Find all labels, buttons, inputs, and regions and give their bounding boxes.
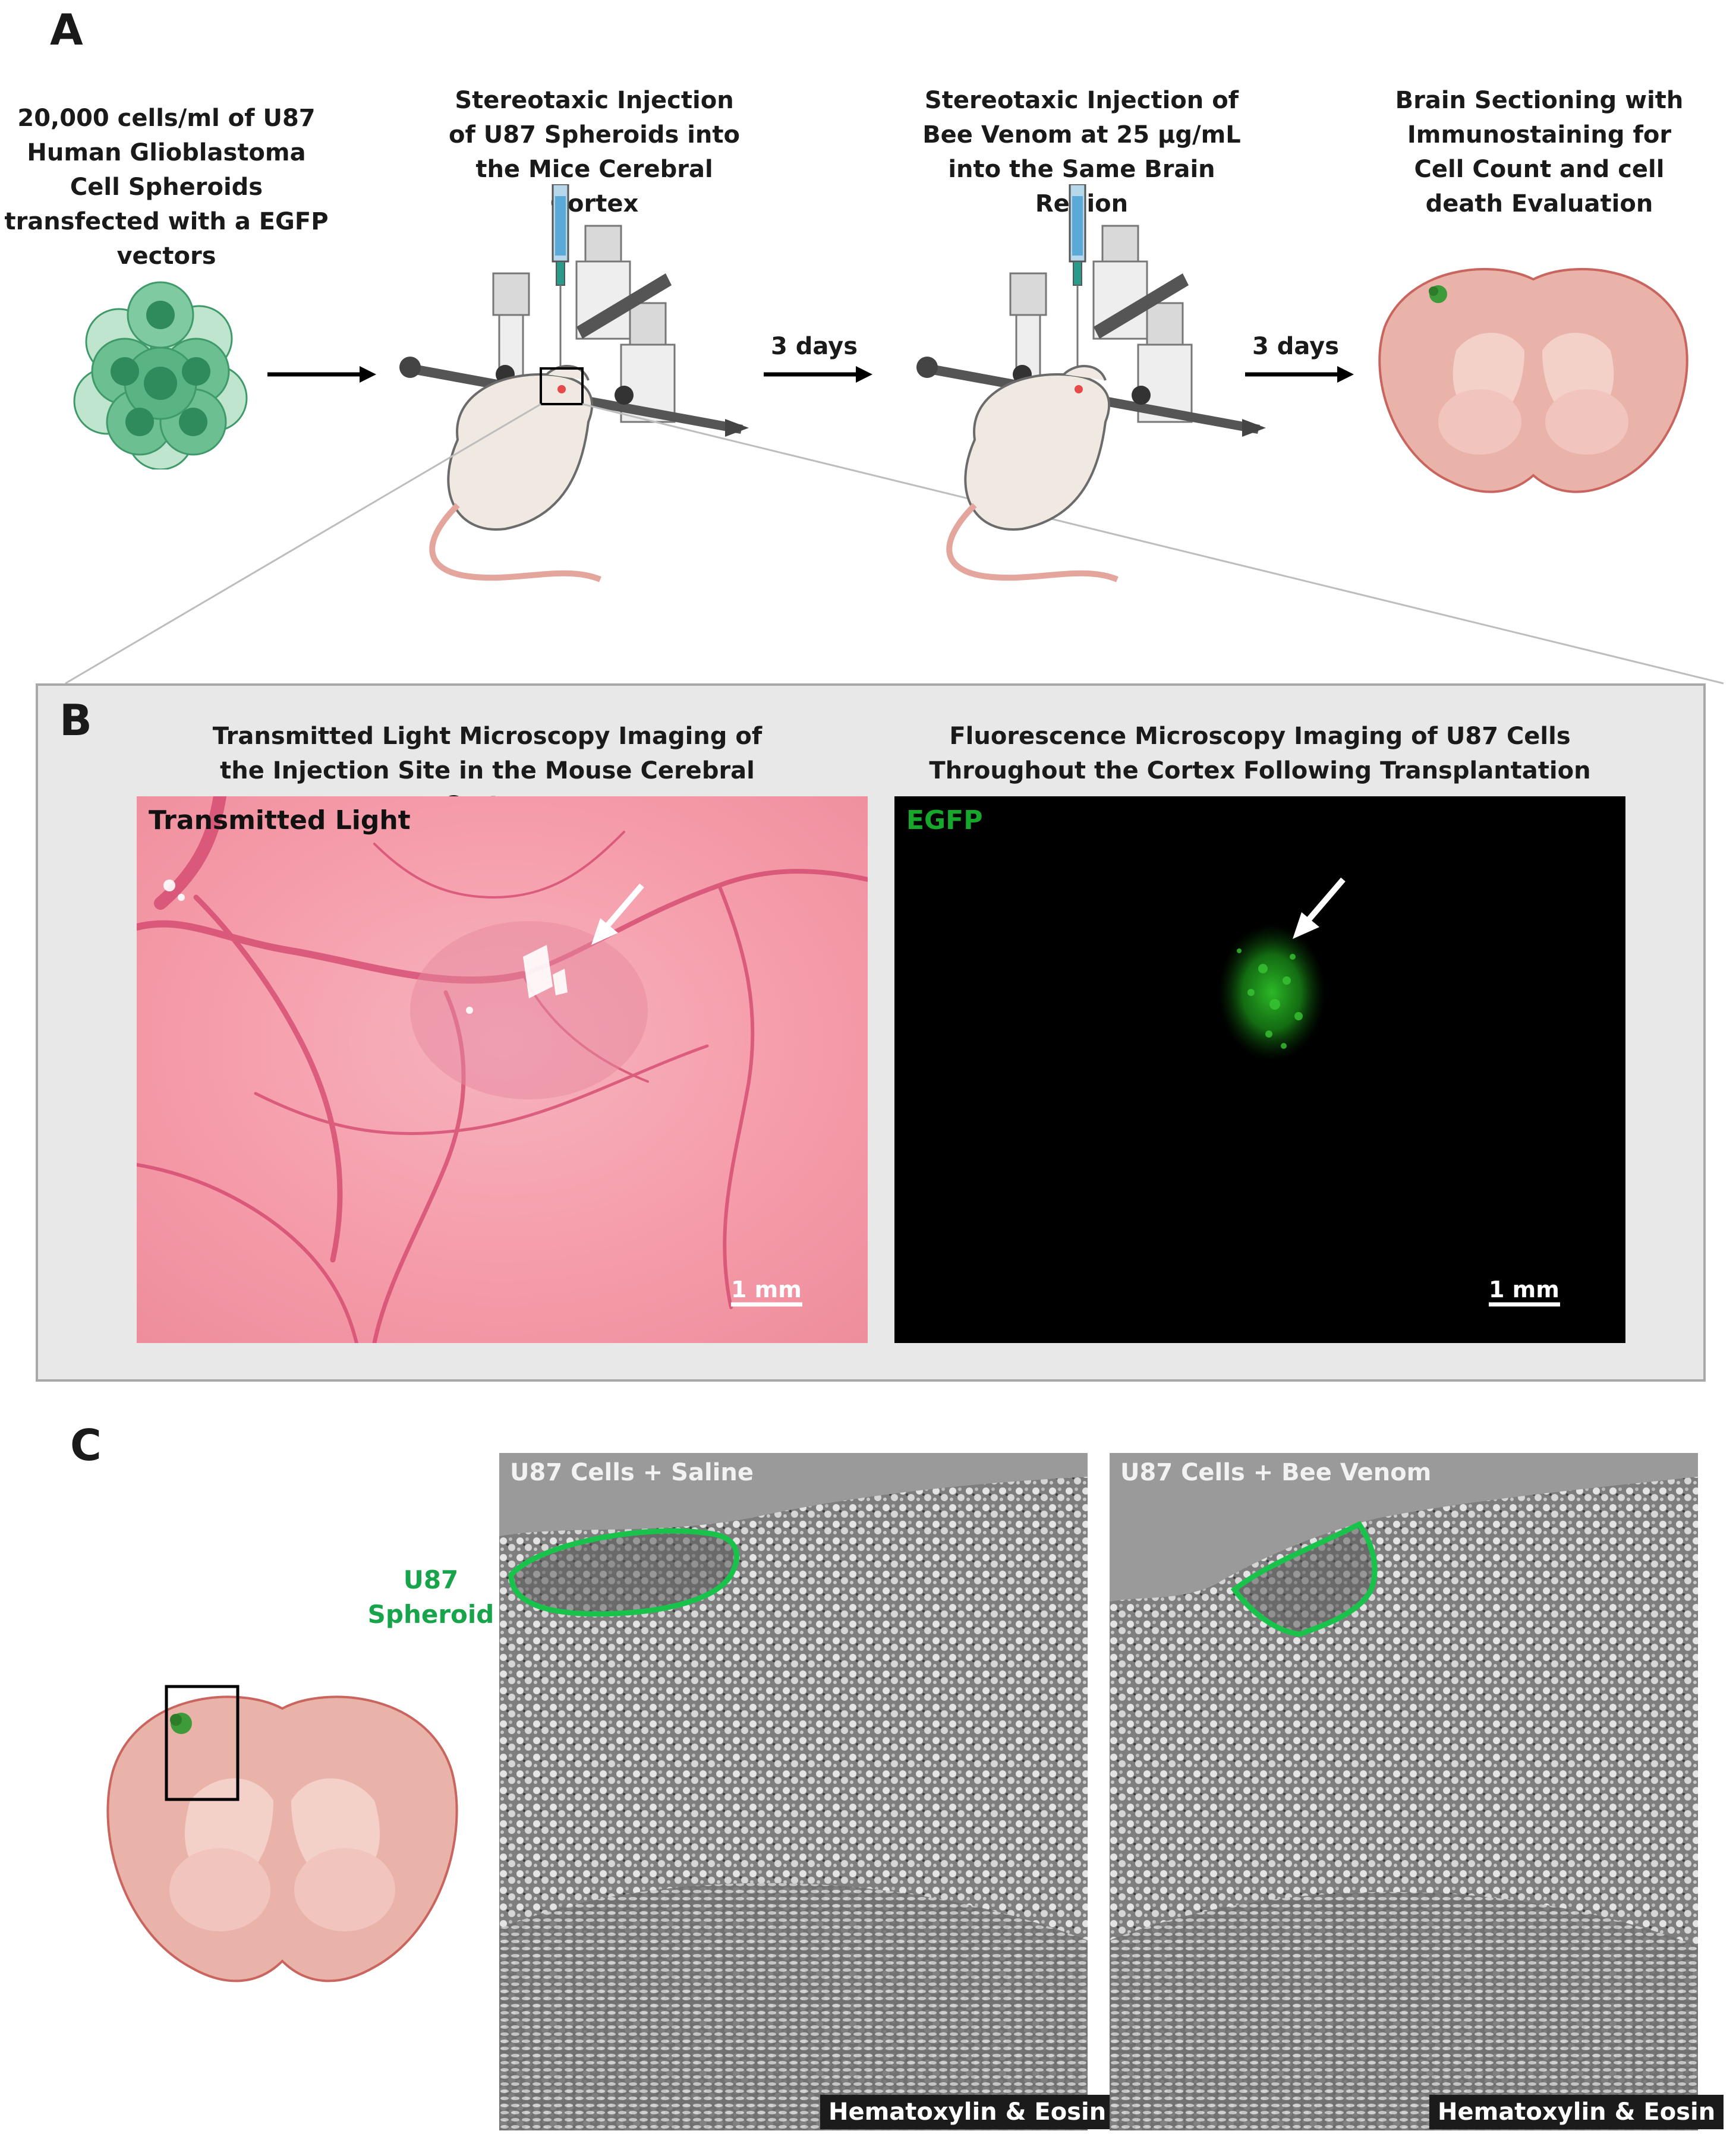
- bee-venom-condition-tag: U87 Cells + Bee Venom: [1120, 1459, 1432, 1486]
- stain-label-left: Hematoxylin & Eosin: [820, 2095, 1115, 2129]
- fluorescence-caption: Fluorescence Microscopy Imaging of U87 C…: [929, 723, 1591, 784]
- saline-condition-tag: U87 Cells + Saline: [510, 1459, 754, 1486]
- scale-bar-right-label: 1 mm: [1489, 1276, 1559, 1303]
- stereotaxic-injection-2-illustration: [916, 184, 1266, 582]
- arrow-label-3-days-2: 3 days: [1252, 333, 1340, 360]
- panel-b-letter: B: [59, 695, 92, 745]
- histology-bee-venom-image: [1110, 1453, 1698, 2130]
- arrow-label-3-days-1: 3 days: [770, 333, 858, 360]
- panel-a-letter: A: [50, 5, 83, 55]
- transmitted-light-image: [137, 796, 868, 1343]
- egfp-tag: EGFP: [906, 805, 983, 836]
- u87-spheroid-label: U87 Spheroid: [367, 1565, 494, 1629]
- fluorescence-image: [894, 796, 1625, 1343]
- brain-section-illustration: [1378, 267, 1688, 493]
- zoom-lines: [65, 403, 1724, 685]
- step2-text: Stereotaxic Injection of U87 Spheroids i…: [449, 87, 740, 218]
- brain-section-region-illustration: [106, 1685, 458, 1982]
- arrow-3-days-1: [764, 366, 872, 383]
- arrow-to-injection: [267, 366, 376, 383]
- step1-text: 20,000 cells/ml of U87 Human Glioblastom…: [4, 105, 329, 270]
- panel-c-letter: C: [70, 1420, 102, 1470]
- stereotaxic-injection-1-illustration: [399, 184, 749, 582]
- scale-bar-left-label: 1 mm: [731, 1276, 802, 1303]
- transmitted-light-tag: Transmitted Light: [149, 805, 411, 836]
- cell-spheroid-illustration: [73, 281, 248, 469]
- transmitted-light-caption: Transmitted Light Microscopy Imaging of …: [212, 723, 763, 819]
- stain-label-right: Hematoxylin & Eosin: [1429, 2095, 1724, 2129]
- arrow-3-days-2: [1245, 366, 1354, 383]
- histology-saline-image: [499, 1453, 1088, 2130]
- step4-text: Brain Sectioning with Immunostaining for…: [1395, 87, 1684, 218]
